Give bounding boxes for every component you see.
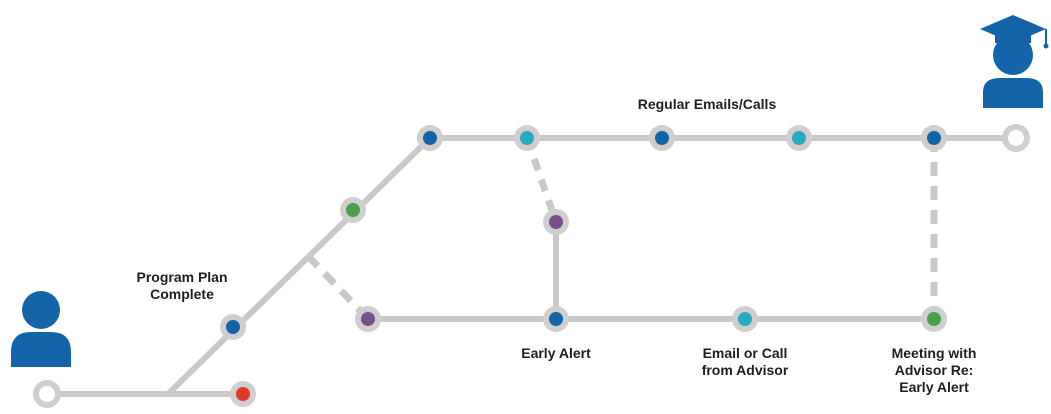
- node-purple-middle: [543, 209, 569, 235]
- node-red: [230, 381, 256, 407]
- person-icon: [11, 291, 71, 367]
- nodes: [33, 124, 1030, 408]
- node-top-2: [514, 125, 540, 151]
- end-node: [1002, 124, 1030, 152]
- dashed-connector-early-alert: [523, 136, 560, 224]
- start-node: [33, 380, 61, 408]
- node-top-3: [649, 125, 675, 151]
- track-diagonal: [165, 135, 433, 397]
- dashed-connector-diagonal: [305, 253, 371, 322]
- node-top-4: [786, 125, 812, 151]
- node-top-5: [921, 125, 947, 151]
- node-program-plan: [220, 314, 246, 340]
- label-regular-emails-calls: Regular Emails/Calls: [637, 96, 777, 112]
- node-top-1: [417, 125, 443, 151]
- node-early-alert: [543, 306, 569, 332]
- dashed-tracks: [305, 136, 938, 322]
- label-meeting-with-advisor: Meeting with Advisor Re: Early Alert: [891, 345, 977, 395]
- graduate-person-icon: [980, 15, 1049, 108]
- node-email-or-call: [732, 306, 758, 332]
- label-program-plan-complete: Program Plan Complete: [136, 269, 228, 302]
- label-email-or-call-from-advisor: Email or Call from Advisor: [701, 345, 789, 378]
- node-meeting: [921, 306, 947, 332]
- node-green-diagonal: [340, 197, 366, 223]
- label-early-alert: Early Alert: [521, 345, 591, 361]
- node-purple-bottom: [355, 306, 381, 332]
